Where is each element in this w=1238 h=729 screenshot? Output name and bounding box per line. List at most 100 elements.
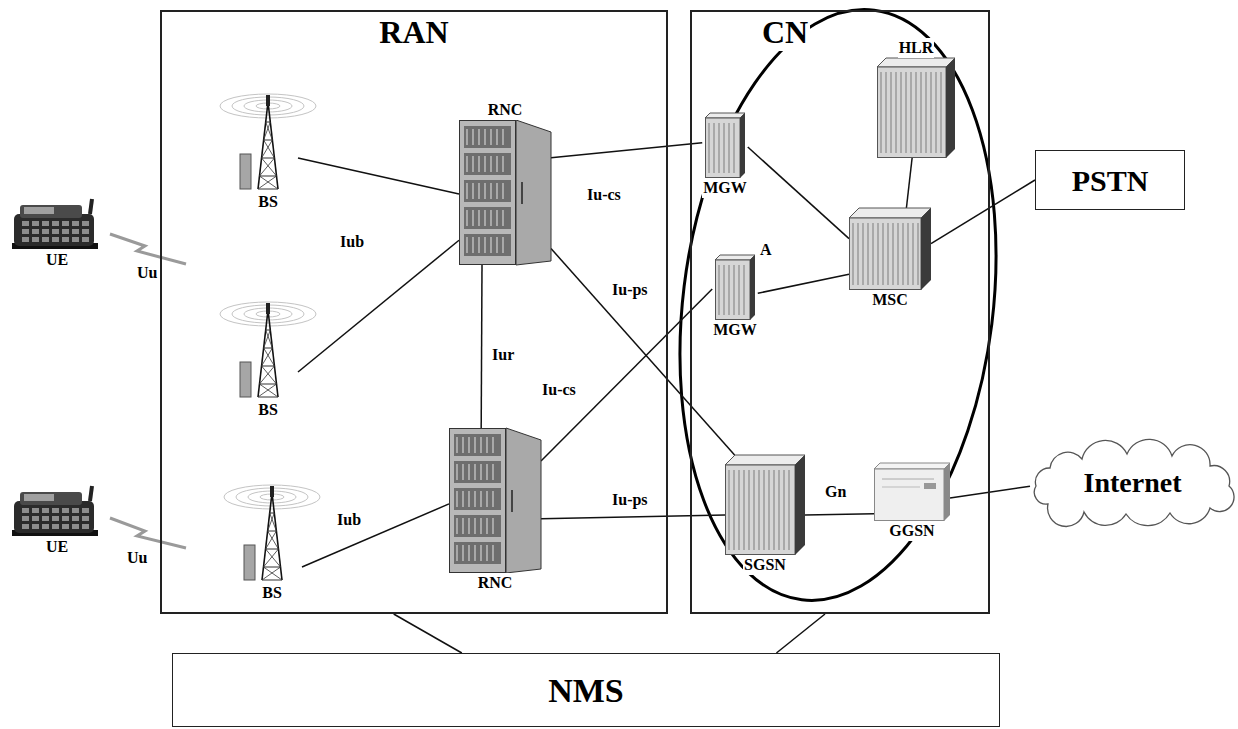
server-stripe (788, 470, 790, 550)
shelf-card (480, 545, 481, 561)
device-key (82, 508, 89, 513)
server-unit: SGSN (725, 455, 805, 575)
device-key (42, 237, 49, 242)
shelf-card (472, 237, 473, 253)
device-key (72, 508, 79, 513)
cloud-outline (1034, 439, 1234, 526)
device-key (42, 524, 49, 529)
mast-brace (258, 176, 277, 189)
region-title: CN (760, 14, 810, 51)
radio-link-bolt (110, 234, 186, 264)
shelf-card (486, 545, 487, 561)
mast-brace (268, 531, 277, 532)
shelf-card (490, 129, 491, 145)
server-stripe (920, 72, 922, 153)
box-label: PSTN (1070, 163, 1151, 198)
device-key (22, 524, 29, 529)
base-station: BS (238, 92, 298, 212)
server-stripe (778, 470, 780, 550)
shelf-card (486, 518, 487, 534)
server-stripe (862, 223, 864, 285)
server-stripe (940, 72, 942, 153)
mast-brace (263, 549, 278, 567)
equipment-cabinet (240, 154, 251, 189)
shelf-card (478, 237, 479, 253)
server-stripe (723, 265, 725, 315)
shelf-card (484, 156, 485, 172)
cabinet-shelf (464, 126, 511, 148)
device-key (82, 221, 89, 226)
device-key (52, 524, 59, 529)
network-region: BSRNCBSBSRNCRAN (160, 10, 668, 614)
mast-brace (270, 513, 275, 514)
equipment-icon (449, 428, 541, 573)
link-line (748, 147, 849, 239)
device-key (62, 524, 69, 529)
shelf-card (468, 545, 469, 561)
mast-brace (258, 189, 278, 190)
mast-brace (263, 567, 280, 568)
server-unit: MSC (849, 208, 931, 310)
box-label: NMS (546, 671, 626, 710)
cabinet-shelf (454, 461, 501, 483)
cabinet-door (516, 120, 551, 265)
core-network-ellipse (648, 0, 1028, 619)
server-stripe (882, 223, 884, 285)
device-screen (24, 494, 54, 501)
mast-brace (262, 366, 275, 367)
mast-brace (262, 567, 281, 580)
mast-brace (262, 158, 277, 176)
mast-brace (263, 567, 282, 580)
mast-brace (259, 366, 274, 384)
device-key (52, 221, 59, 226)
mast-brace (266, 531, 277, 549)
server-side (795, 455, 805, 555)
device-key (42, 508, 49, 513)
server-front (726, 465, 796, 555)
mast-brace (266, 330, 271, 331)
device-key (52, 237, 59, 242)
node-label: HLR (898, 38, 935, 58)
shelf-card (484, 210, 485, 226)
device-body (14, 214, 94, 246)
device-key (82, 237, 89, 242)
server-unit: MGW (702, 113, 748, 198)
device-key (32, 229, 39, 234)
shelf-card (490, 183, 491, 199)
device-key (62, 221, 69, 226)
gateway-detail (882, 479, 934, 480)
device-key (52, 516, 59, 521)
server-stripe (930, 72, 932, 153)
link-line (805, 514, 874, 515)
equipment-icon (874, 463, 950, 521)
server-stripe (905, 72, 907, 153)
server-stripe (748, 470, 750, 550)
server-stripe (902, 223, 904, 285)
interface-label: Uu (125, 548, 149, 568)
mast-brace (259, 176, 278, 189)
link-line (298, 158, 459, 194)
server-side (946, 58, 955, 158)
shelf-card (468, 464, 469, 480)
gateway-unit: GGSN (874, 463, 950, 541)
shelf-card (502, 237, 503, 253)
shelf-card (480, 518, 481, 534)
radio-link-bolt (110, 518, 186, 548)
shelf-card (474, 518, 475, 534)
device-key (72, 516, 79, 521)
shelf-card (466, 183, 467, 199)
shelf-card (490, 156, 491, 172)
device-key (72, 221, 79, 226)
shelf-card (462, 518, 463, 534)
server-front (878, 67, 947, 158)
shelf-card (492, 491, 493, 507)
server-stripe (743, 265, 745, 315)
shelf-card (490, 210, 491, 226)
server-stripe (733, 265, 735, 315)
server-stripe (885, 72, 887, 153)
shelf-card (480, 437, 481, 453)
shelf-card (478, 183, 479, 199)
equipment-icon (849, 208, 931, 290)
link-line (302, 504, 449, 567)
